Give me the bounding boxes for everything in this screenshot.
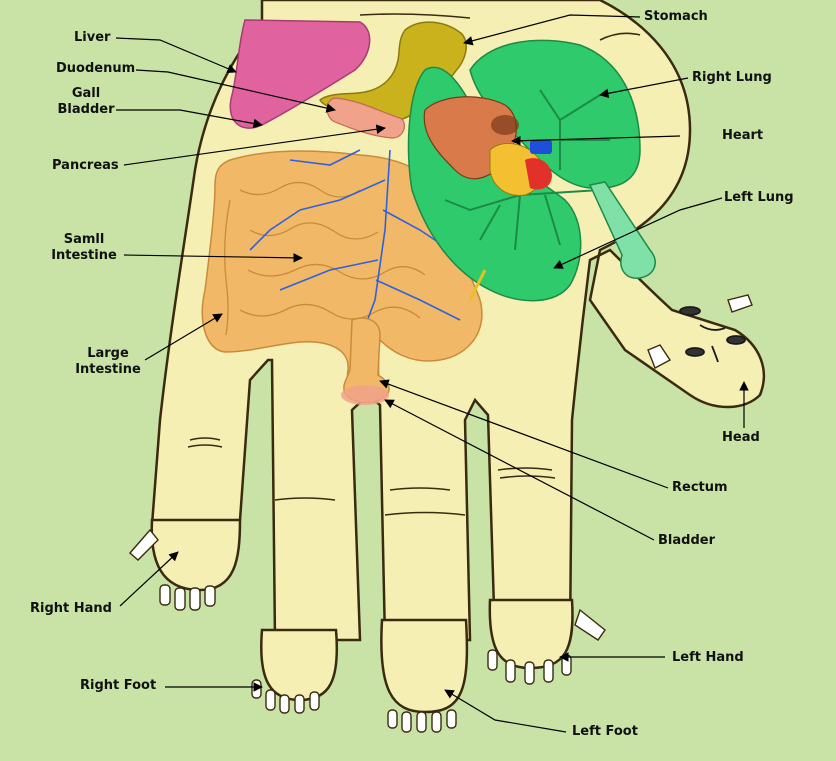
label-small-intestine: Samll Intestine (46, 232, 122, 264)
label-heart: Heart (722, 128, 764, 143)
leader-gall-bladder (116, 109, 263, 129)
label-duodenum: Duodenum (56, 61, 136, 76)
leader-pancreas (123, 124, 386, 166)
label-right-foot: Right Foot (80, 678, 157, 693)
label-right-hand: Right Hand (30, 601, 112, 616)
leader-rectum (379, 379, 669, 489)
leader-stomach (463, 14, 641, 46)
label-large-intestine-line2: Intestine (75, 362, 141, 377)
leader-left-lung (553, 197, 723, 269)
label-rectum: Rectum (672, 480, 728, 495)
label-small-intestine-line1: Samll (63, 232, 105, 247)
label-large-intestine: Large Intestine (70, 346, 146, 378)
leader-lines (115, 14, 749, 733)
leader-duodenum (135, 69, 336, 113)
leader-heart (511, 135, 681, 146)
label-small-intestine-line2: Intestine (51, 248, 117, 263)
label-bladder: Bladder (658, 533, 715, 548)
leader-liver (115, 37, 237, 74)
trachea (588, 181, 656, 279)
leader-small-intestine (123, 253, 303, 263)
finger-creases (187, 13, 641, 516)
heart (423, 96, 552, 196)
label-liver: Liver (74, 30, 111, 45)
label-stomach: Stomach (644, 9, 708, 24)
toes (129, 294, 753, 733)
label-left-hand: Left Hand (672, 650, 744, 665)
label-large-intestine-line1: Large (87, 346, 129, 361)
bladder-shape (341, 385, 389, 405)
colon-tube (468, 269, 487, 301)
label-head: Head (722, 430, 760, 445)
finger-left-foot (380, 618, 469, 714)
finger-left-hand (488, 598, 574, 670)
finger-right-foot (260, 628, 339, 702)
thumb-face (679, 306, 746, 363)
label-pancreas: Pancreas (52, 158, 119, 173)
leader-large-intestine (144, 313, 223, 361)
leader-right-hand (119, 551, 179, 607)
leader-bladder (384, 399, 655, 541)
label-gall-bladder-line1: Gall (71, 86, 101, 101)
leader-left-foot (444, 689, 567, 733)
leader-right-lung (599, 77, 689, 99)
label-left-foot: Left Foot (572, 724, 638, 739)
label-right-lung: Right Lung (692, 70, 772, 85)
liver (229, 19, 371, 129)
finger-right-hand (150, 518, 242, 592)
label-gall-bladder: Gall Bladder (56, 86, 116, 118)
intestine-folds (224, 181, 426, 336)
label-left-lung: Left Lung (724, 190, 794, 205)
label-gall-bladder-line2: Bladder (57, 102, 115, 117)
